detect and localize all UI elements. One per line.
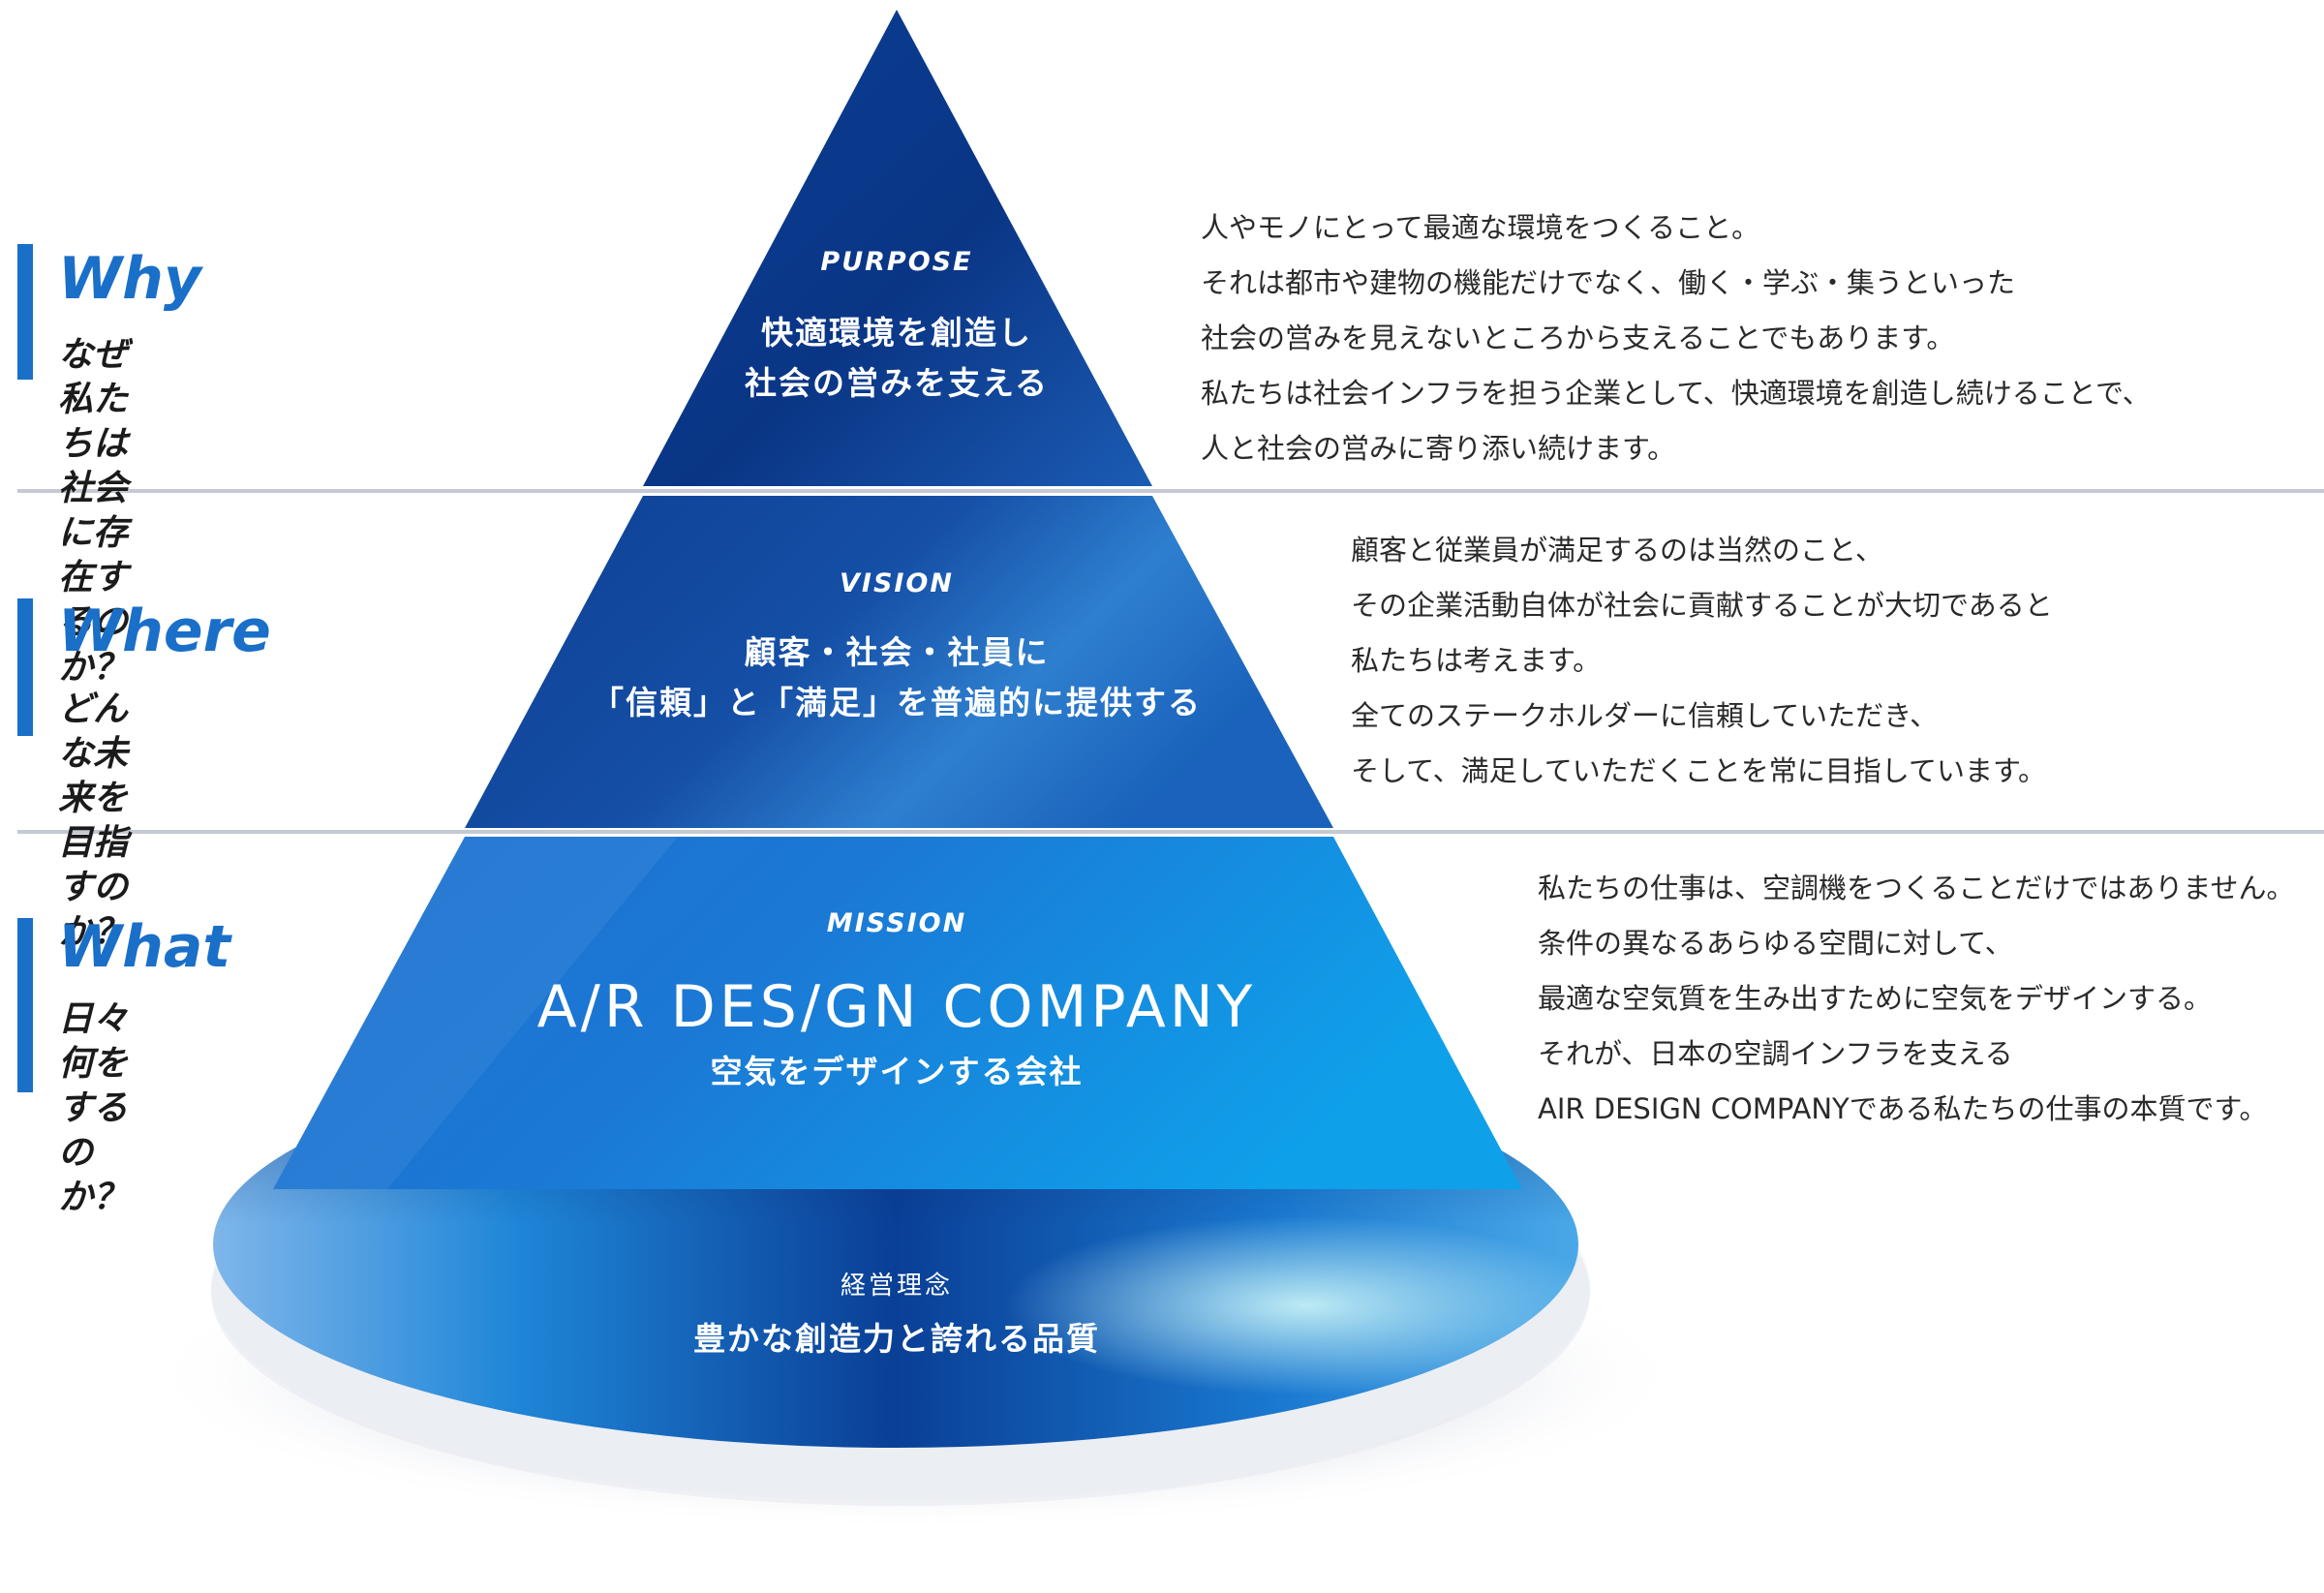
base-title: 豊かな創造力と誇れる品質 xyxy=(693,1320,1100,1358)
label-mission: MISSION xyxy=(826,908,967,938)
title-line: 快適環境を創造し xyxy=(761,314,1032,352)
title-line: 「信頼」と「満足」を普遍的に提供する xyxy=(592,684,1202,721)
description-line: 私たちは考えます。 xyxy=(1351,644,1602,677)
question-what: 日々何を するのか？ xyxy=(58,999,129,1218)
description-line: AIR DESIGN COMPANYである私たちの仕事の本質です。 xyxy=(1538,1092,2268,1125)
question-where: どんな未来を目指すのか？ xyxy=(58,689,129,953)
description-line: 全てのステークホルダーに信頼していただき、 xyxy=(1351,699,1939,732)
mission-company-name: A/R DES/GN COMPANY xyxy=(536,973,1257,1041)
title-line: 空気をデザインする会社 xyxy=(710,1053,1084,1090)
label-purpose: PURPOSE xyxy=(820,247,973,277)
label-vision: VISION xyxy=(840,568,954,598)
base-label: 経営理念 xyxy=(840,1271,953,1301)
pyramid-tier-vision xyxy=(465,496,1333,828)
description-line: それが、日本の空調インフラを支える xyxy=(1538,1037,2013,1070)
description-line: 人と社会の営みに寄り添い続けます。 xyxy=(1201,432,1676,465)
description-line: それは都市や建物の機能だけでなく、働く・学ぶ・集うといった xyxy=(1201,266,2016,299)
title-line: 社会の営みを支える xyxy=(744,364,1049,402)
description-mission: 私たちの仕事は、空調機をつくることだけではありません。 条件の異なるあらゆる空間… xyxy=(1538,861,2295,1137)
title-purpose: 快適環境を創造し 社会の営みを支える xyxy=(655,308,1139,409)
title-vision: 顧客・社会・社員に 「信頼」と「満足」を普遍的に提供する xyxy=(558,628,1236,728)
description-line: そして、満足していただくことを常に目指しています。 xyxy=(1351,754,2047,787)
description-line: 顧客と従業員が満足するのは当然のこと、 xyxy=(1351,534,1883,567)
separator-where-what xyxy=(17,830,2324,834)
description-line: その企業活動自体が社会に貢献することが大切であると xyxy=(1351,589,2053,622)
accent-bar xyxy=(17,598,33,736)
separator-why-where xyxy=(17,489,2324,493)
description-line: 社会の営みを見えないところから支えることでもあります。 xyxy=(1201,322,1955,354)
title-line: 顧客・社会・社員に xyxy=(744,633,1050,671)
accent-bar xyxy=(17,918,33,1092)
description-line: 人やモノにとって最適な環境をつくること。 xyxy=(1201,211,1760,244)
description-line: 私たちは社会インフラを担う企業として、快適環境を創造し続けることで、 xyxy=(1201,377,2151,410)
description-vision: 顧客と従業員が満足するのは当然のこと、 その企業活動自体が社会に貢献することが大… xyxy=(1351,523,2053,799)
question-why: なぜ私たちは社会に存在するのか？ xyxy=(58,335,129,688)
description-line: 条件の異なるあらゆる空間に対して、 xyxy=(1538,927,2013,960)
pyramid-tier-mission xyxy=(273,837,1522,1189)
heading-where: Where xyxy=(58,597,271,665)
description-line: 私たちの仕事は、空調機をつくることだけではありません。 xyxy=(1538,872,2295,904)
pyramid-tier-purpose xyxy=(643,10,1152,486)
description-line: 最適な空気質を生み出すために空気をデザインする。 xyxy=(1538,982,2213,1015)
description-purpose: 人やモノにとって最適な環境をつくること。 それは都市や建物の機能だけでなく、働く… xyxy=(1201,200,2151,476)
accent-bar xyxy=(17,244,33,380)
title-mission: 空気をデザインする会社 xyxy=(606,1047,1187,1097)
heading-why: Why xyxy=(58,245,202,313)
heading-what: What xyxy=(58,913,231,981)
